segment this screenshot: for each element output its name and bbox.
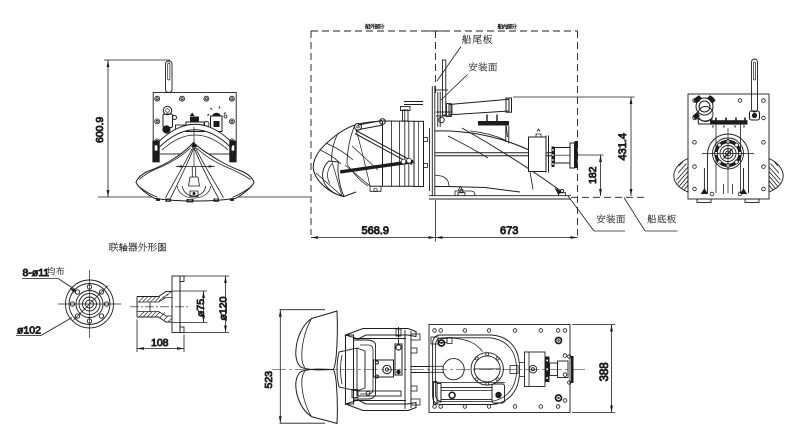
svg-text:388: 388 xyxy=(599,362,611,381)
svg-text:ø102: ø102 xyxy=(17,325,41,337)
svg-text:523: 523 xyxy=(263,371,275,389)
svg-text:108: 108 xyxy=(151,337,169,349)
svg-text:182: 182 xyxy=(587,166,599,184)
svg-text:8-ø11: 8-ø11 xyxy=(23,267,50,279)
svg-text:600.9: 600.9 xyxy=(94,117,106,143)
svg-text:ø120: ø120 xyxy=(217,296,229,320)
svg-text:ø75: ø75 xyxy=(195,299,207,317)
svg-text:568.9: 568.9 xyxy=(362,225,390,237)
svg-text:673: 673 xyxy=(500,225,518,237)
svg-text:431.4: 431.4 xyxy=(617,133,629,161)
